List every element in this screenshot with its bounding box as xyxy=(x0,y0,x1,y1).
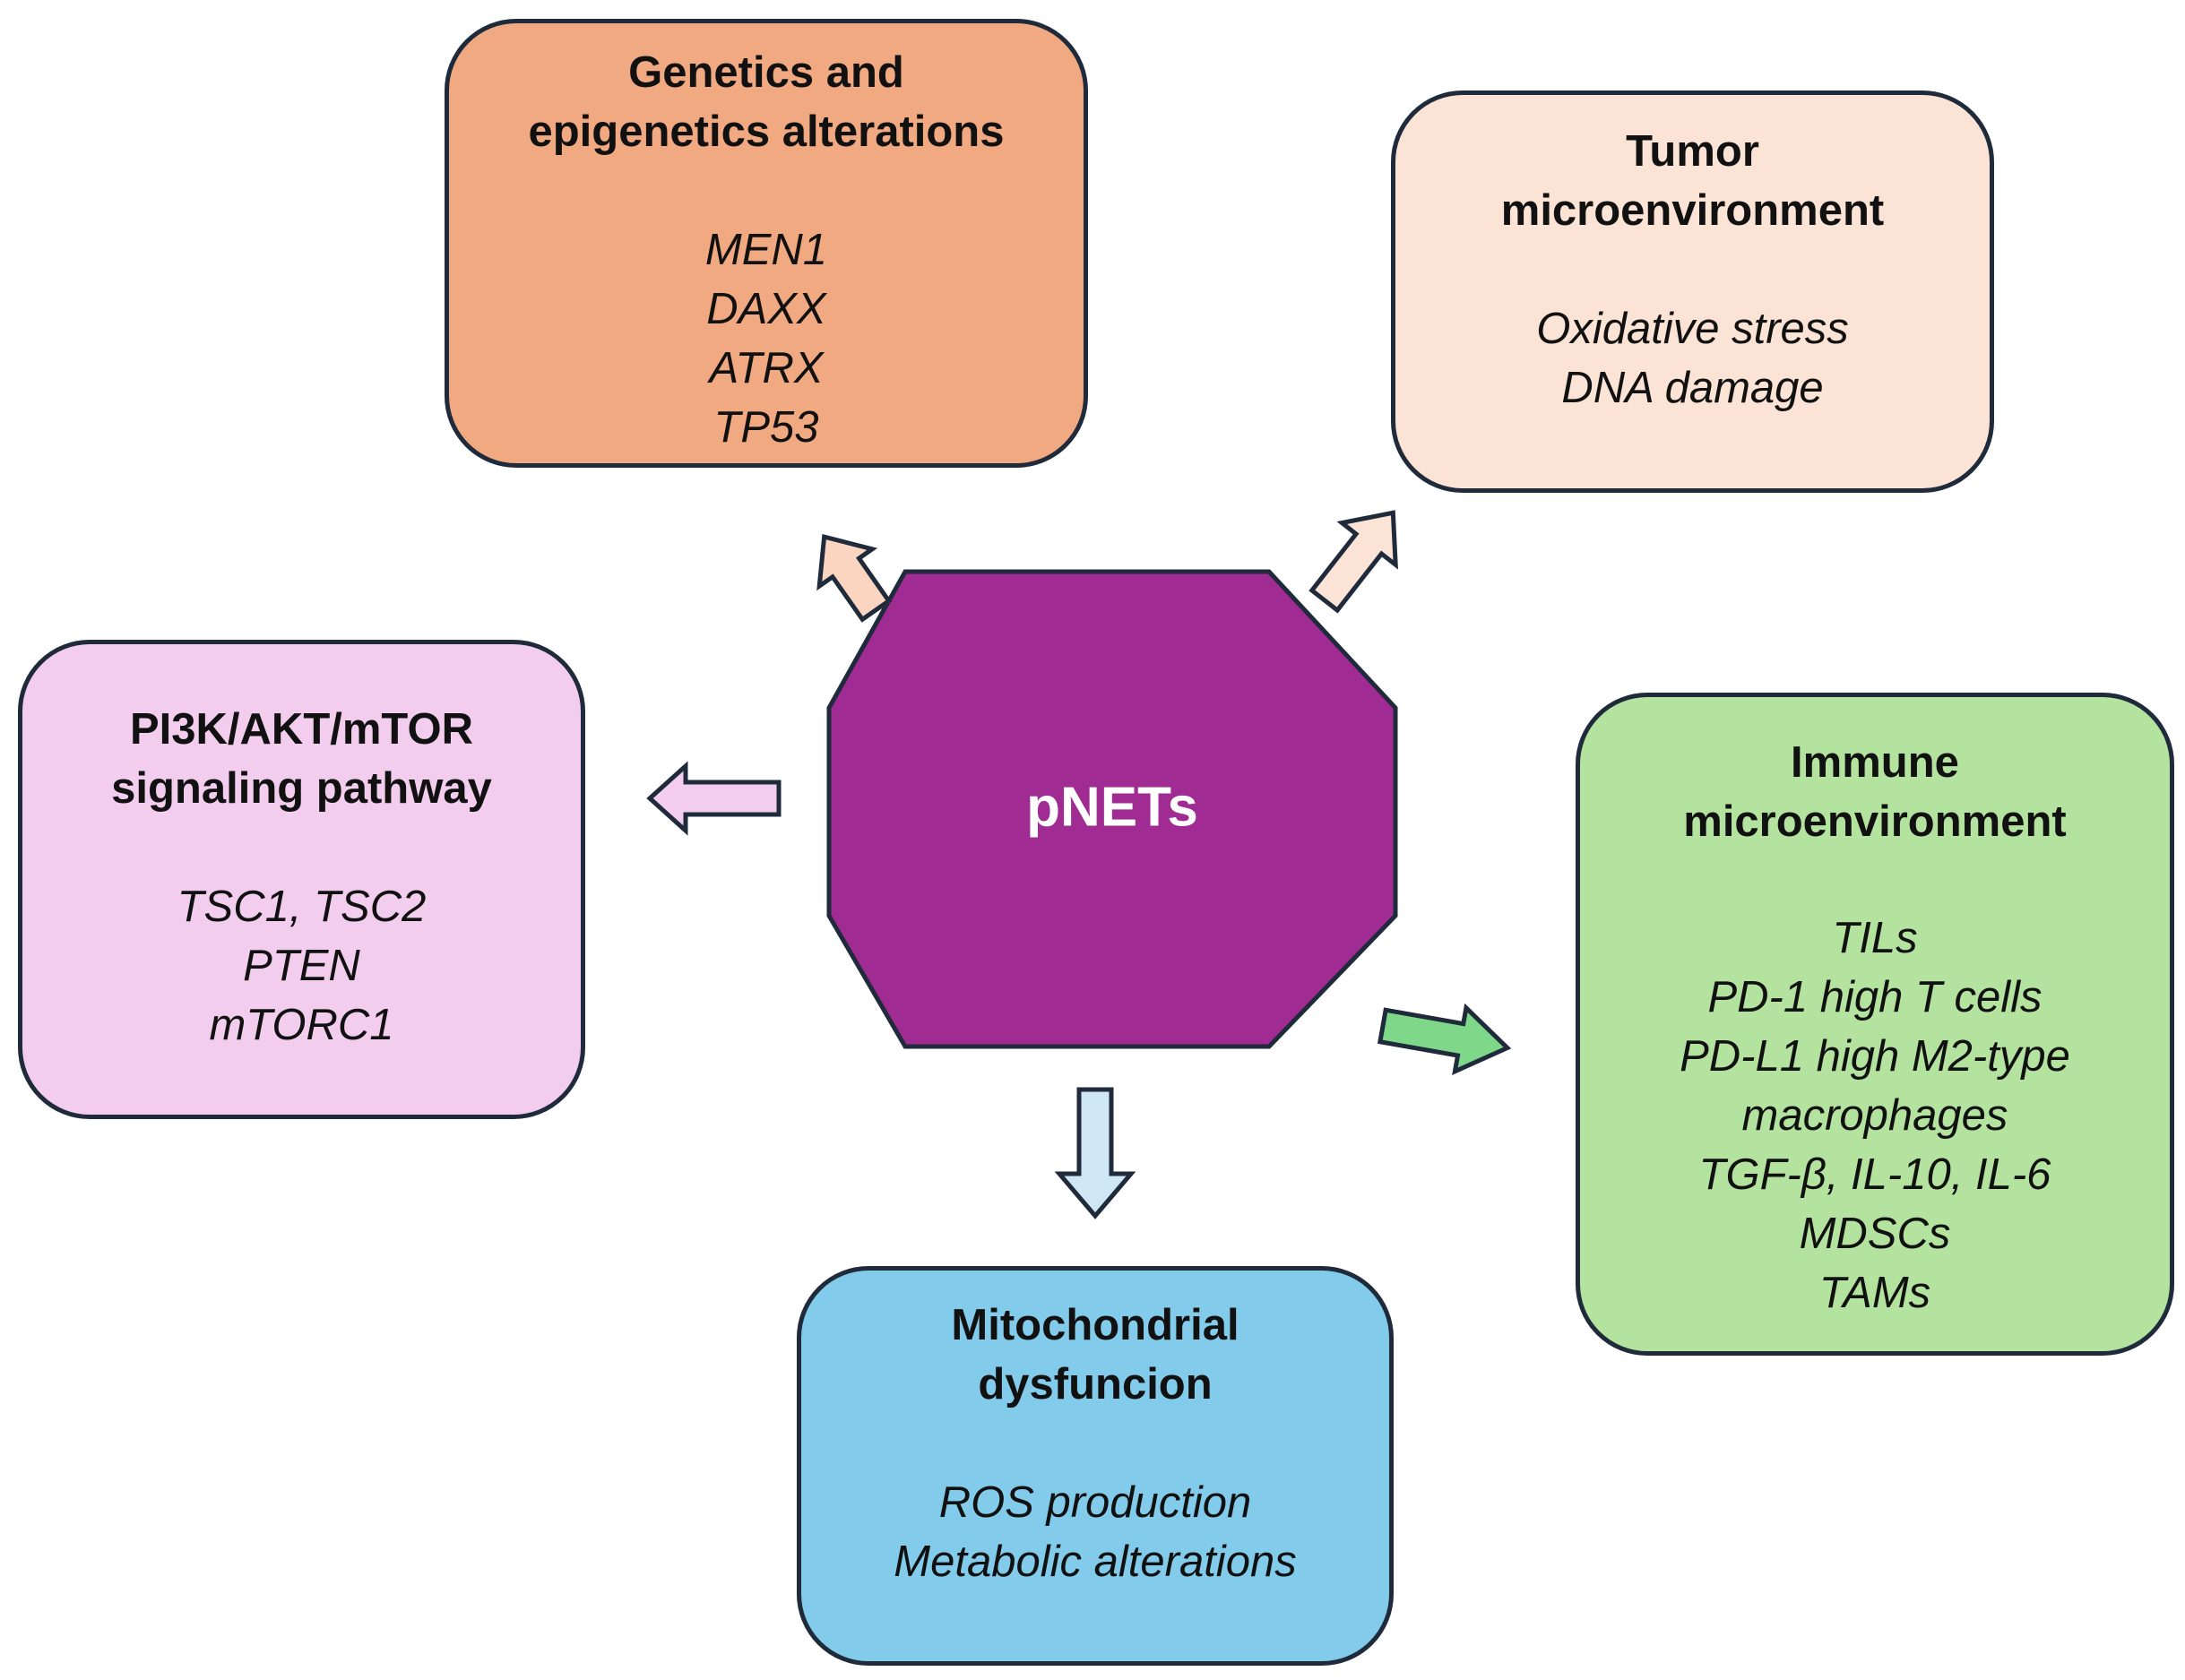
box-item: TP53 xyxy=(713,403,819,452)
box-item: PD-L1 high M2-type xyxy=(1680,1032,2070,1081)
mito-title: Mitochondrial dysfuncion xyxy=(951,1301,1239,1409)
arrow-to-pi3k xyxy=(646,761,782,836)
box-item: MEN1 xyxy=(704,226,828,274)
box-item: DNA damage xyxy=(1561,364,1824,412)
box-item: ATRX xyxy=(709,344,824,392)
pi3k-box: PI3K/AKT/mTOR signaling pathway TSC1, TS… xyxy=(18,640,585,1119)
pnets-octagon xyxy=(826,569,1398,1049)
box-item: TILs xyxy=(1832,914,1918,962)
pnets-label: pNETs xyxy=(1026,776,1198,838)
box-item: TGF-β, IL-10, IL-6 xyxy=(1698,1150,2051,1199)
box-item: MDSCs xyxy=(1799,1210,1951,1258)
box-item: macrophages xyxy=(1741,1091,2008,1140)
arrow-to-immune xyxy=(1377,1003,1512,1075)
box-item: PD-1 high T cells xyxy=(1707,973,2042,1021)
box-item: mTORC1 xyxy=(209,1001,394,1049)
arrow-to-tumor xyxy=(1308,510,1398,614)
genetics-box: Genetics and epigenetics alterations MEN… xyxy=(445,19,1088,468)
pi3k-title: PI3K/AKT/mTOR signaling pathway xyxy=(111,705,492,813)
genetics-title: Genetics and epigenetics alterations xyxy=(528,48,1005,156)
arrow-to-mito xyxy=(1054,1087,1136,1219)
box-item: Metabolic alterations xyxy=(894,1538,1297,1586)
arrow-to-genetics xyxy=(816,533,893,623)
box-item: DAXX xyxy=(706,285,826,333)
box-item: TSC1, TSC2 xyxy=(177,883,427,931)
box-item: PTEN xyxy=(243,942,360,990)
tumor-title: Tumor microenvironment xyxy=(1500,127,1885,235)
immune-title: Immune microenvironment xyxy=(1683,738,2067,846)
box-item: Oxidative stress xyxy=(1536,305,1849,353)
box-item: TAMs xyxy=(1818,1269,1931,1317)
box-item: ROS production xyxy=(938,1478,1252,1527)
